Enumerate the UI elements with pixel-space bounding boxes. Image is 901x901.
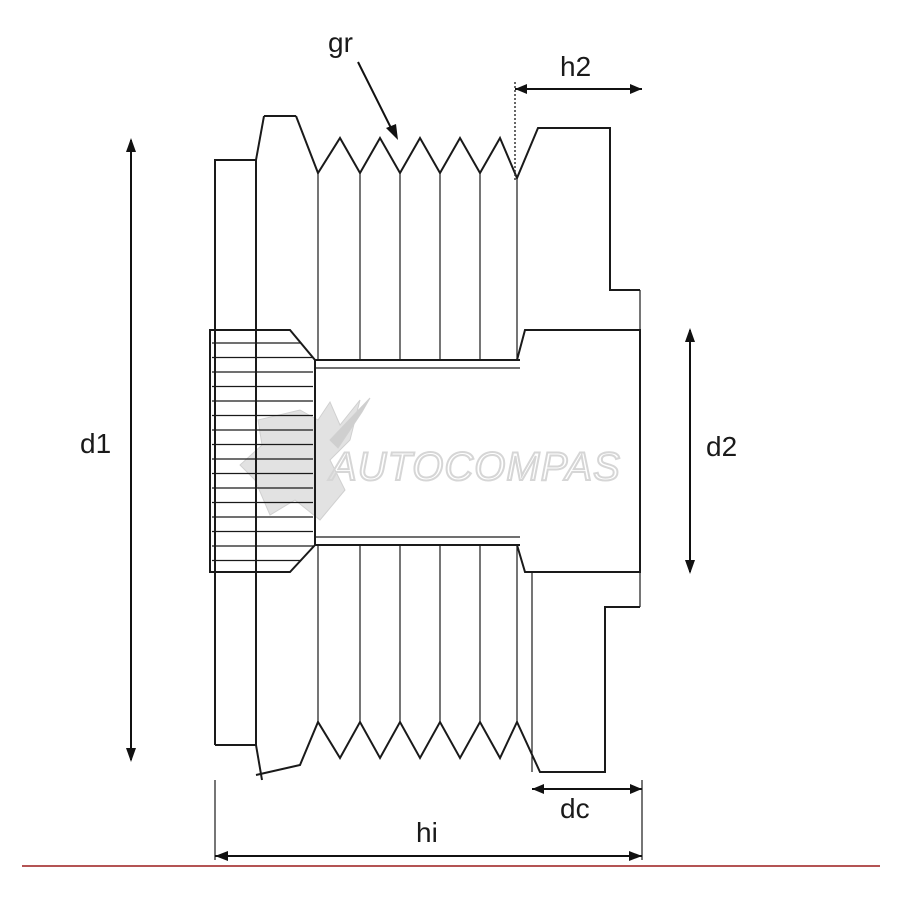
d2-dimension: d2 — [685, 328, 737, 574]
label-gr: gr — [328, 27, 353, 58]
label-hi: hi — [416, 817, 438, 848]
h2-dimension: h2 — [514, 51, 642, 180]
label-d1: d1 — [80, 428, 111, 459]
splined-hub — [209, 329, 316, 573]
dc-dimension: dc — [532, 784, 642, 824]
gr-callout: gr — [328, 27, 398, 140]
label-h2: h2 — [560, 51, 591, 82]
label-d2: d2 — [706, 431, 737, 462]
d1-dimension: d1 — [80, 138, 136, 762]
watermark-text: AUTOCOMPAS — [328, 445, 621, 489]
groove-lines — [317, 173, 518, 722]
hub-shaft — [315, 359, 520, 546]
right-hub — [516, 290, 641, 772]
label-dc: dc — [560, 793, 590, 824]
top-grooves — [295, 115, 640, 291]
hi-dimension: hi — [214, 780, 643, 861]
bottom-grooves — [255, 606, 640, 776]
